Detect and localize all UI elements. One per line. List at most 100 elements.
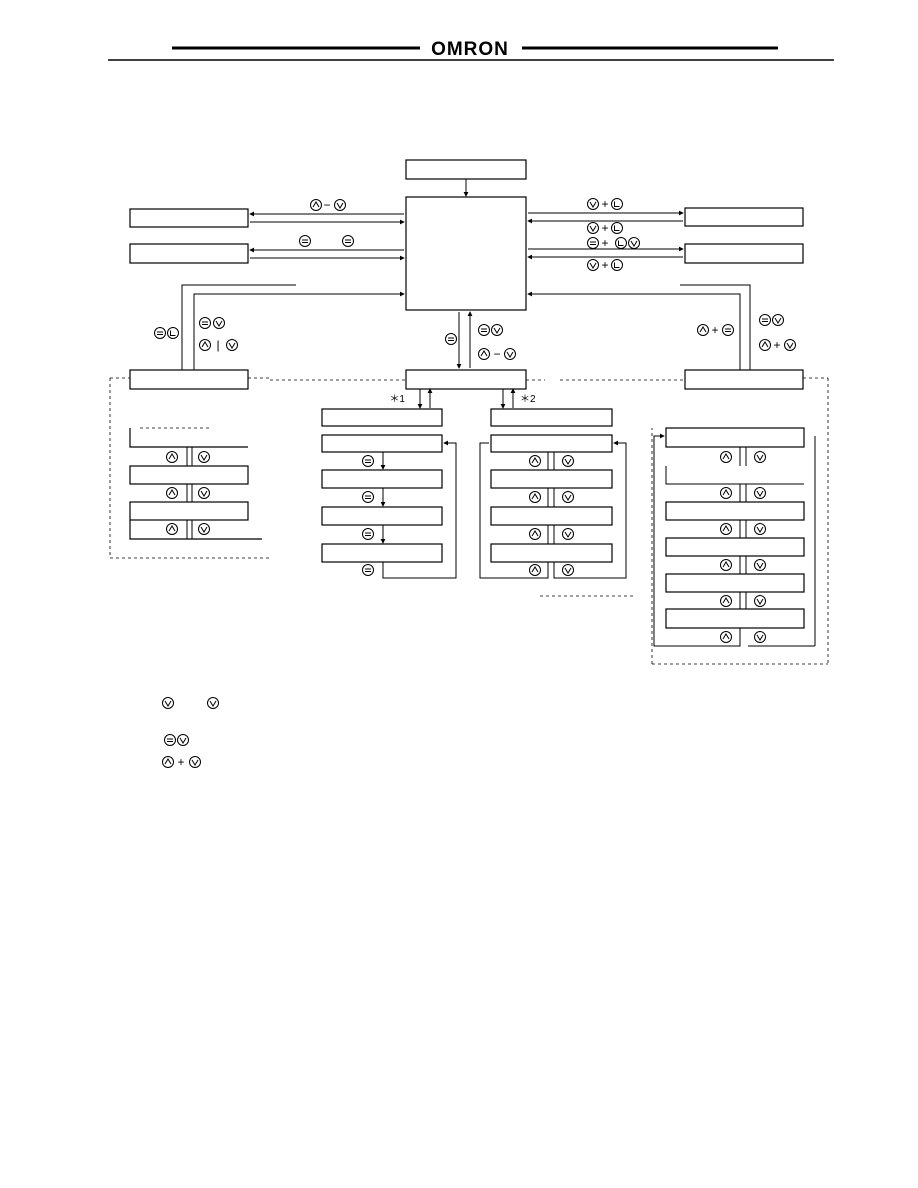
minus-symbol: − [323, 198, 330, 212]
center-right-box-3 [490, 469, 613, 489]
right-mode-box [684, 369, 804, 390]
down-arrow-key-icon [213, 317, 225, 329]
divider-symbol: | [216, 338, 219, 352]
center-mode-box [405, 369, 527, 390]
down-arrow-key-icon [628, 237, 640, 249]
up-arrow-key-icon [720, 451, 732, 463]
plus-symbol: + [711, 323, 718, 337]
down-arrow-key-icon [587, 198, 599, 210]
mode-key-icon [445, 333, 457, 345]
down-arrow-key-icon [562, 455, 574, 467]
center-right-loop-right [553, 440, 627, 579]
page-header: OMRON [108, 39, 834, 61]
down-arrow-key-icon [754, 631, 766, 643]
down-arrow-key-icon [754, 523, 766, 535]
up-arrow-key-icon [199, 339, 211, 351]
down-arrow-key-icon [754, 559, 766, 571]
center-left-box-5 [321, 543, 443, 563]
left-mode-box [129, 369, 249, 390]
up-arrow-key-icon [478, 348, 490, 360]
level-key-icon [167, 327, 179, 339]
center-right-loop-left [479, 442, 549, 579]
mode-key-icon [478, 324, 490, 336]
power-on-box [405, 159, 527, 180]
right-sub-loop [653, 433, 741, 647]
level-key-icon [611, 222, 623, 234]
down-arrow-key-icon [491, 324, 503, 336]
down-arrow-key-icon [198, 523, 210, 535]
down-arrow-key-icon [754, 451, 766, 463]
up-arrow-key-icon [529, 455, 541, 467]
down-arrow-key-icon [587, 222, 599, 234]
down-arrow-key-icon [562, 491, 574, 503]
right-sub-box-3 [665, 501, 805, 521]
right-sub-box-5 [665, 573, 805, 593]
level-key-icon [611, 259, 623, 271]
left-sub-box-2 [129, 465, 249, 485]
down-arrow-key-icon [198, 487, 210, 499]
brand-logo: OMRON [431, 39, 509, 60]
mode-key-icon [722, 324, 734, 336]
footnote-mark-2: ＊2 [520, 394, 536, 405]
up-arrow-key-icon [720, 631, 732, 643]
down-arrow-key-icon [754, 487, 766, 499]
mode-key-icon [362, 564, 374, 576]
right-sub-box-1 [665, 427, 805, 448]
up-arrow-key-icon [166, 523, 178, 535]
plus-symbol: + [773, 338, 780, 352]
plus-symbol: + [601, 197, 608, 211]
up-arrow-key-icon [166, 487, 178, 499]
right-sub-box-4 [665, 537, 805, 557]
down-arrow-key-icon [562, 564, 574, 576]
right-sub-box-2 [665, 466, 804, 485]
footnote-mark-1: ＊1 [389, 394, 405, 405]
up-arrow-key-icon [720, 559, 732, 571]
plus-symbol: + [601, 221, 608, 235]
center-left-loop [382, 440, 457, 579]
down-arrow-key-icon [587, 259, 599, 271]
mode-key-icon [299, 235, 311, 247]
line-left-out [181, 284, 296, 370]
center-right-box-1 [490, 408, 613, 427]
left-sub-box-1 [129, 428, 248, 448]
down-arrow-key-icon [226, 339, 238, 351]
mode-key-icon [362, 491, 374, 503]
down-arrow-key-icon [784, 339, 796, 351]
down-arrow-key-icon [198, 451, 210, 463]
up-arrow-key-icon [529, 564, 541, 576]
mode-key-icon [342, 235, 354, 247]
down-arrow-key-icon [189, 756, 201, 768]
down-arrow-key-icon [504, 348, 516, 360]
mode-key-icon [362, 455, 374, 467]
up-arrow-key-icon [720, 487, 732, 499]
up-arrow-key-icon [529, 528, 541, 540]
down-arrow-key-icon [162, 697, 174, 709]
right-box-2 [684, 243, 804, 264]
line-right-out [680, 284, 751, 370]
right-sub-box-6 [665, 608, 805, 629]
mode-key-icon [164, 734, 176, 746]
center-left-box-2 [321, 434, 443, 453]
down-arrow-key-icon [562, 528, 574, 540]
mode-key-icon [759, 314, 771, 326]
level-key-icon [611, 198, 623, 210]
left-sub-box-3 [129, 501, 249, 521]
center-left-box-4 [321, 506, 443, 526]
mode-key-icon [587, 237, 599, 249]
left-box-1 [129, 208, 249, 228]
left-box-2 [129, 243, 249, 264]
minus-symbol: − [493, 347, 500, 361]
center-right-box-2 [490, 434, 613, 453]
center-left-box-3 [321, 469, 443, 489]
down-arrow-key-icon [177, 734, 189, 746]
down-arrow-key-icon [754, 595, 766, 607]
mode-key-icon [199, 317, 211, 329]
down-arrow-key-icon [207, 697, 219, 709]
up-arrow-key-icon [697, 324, 709, 336]
up-arrow-key-icon [529, 491, 541, 503]
down-arrow-key-icon [772, 314, 784, 326]
right-box-1 [684, 207, 804, 227]
down-arrow-key-icon [334, 199, 346, 211]
up-arrow-key-icon [759, 339, 771, 351]
